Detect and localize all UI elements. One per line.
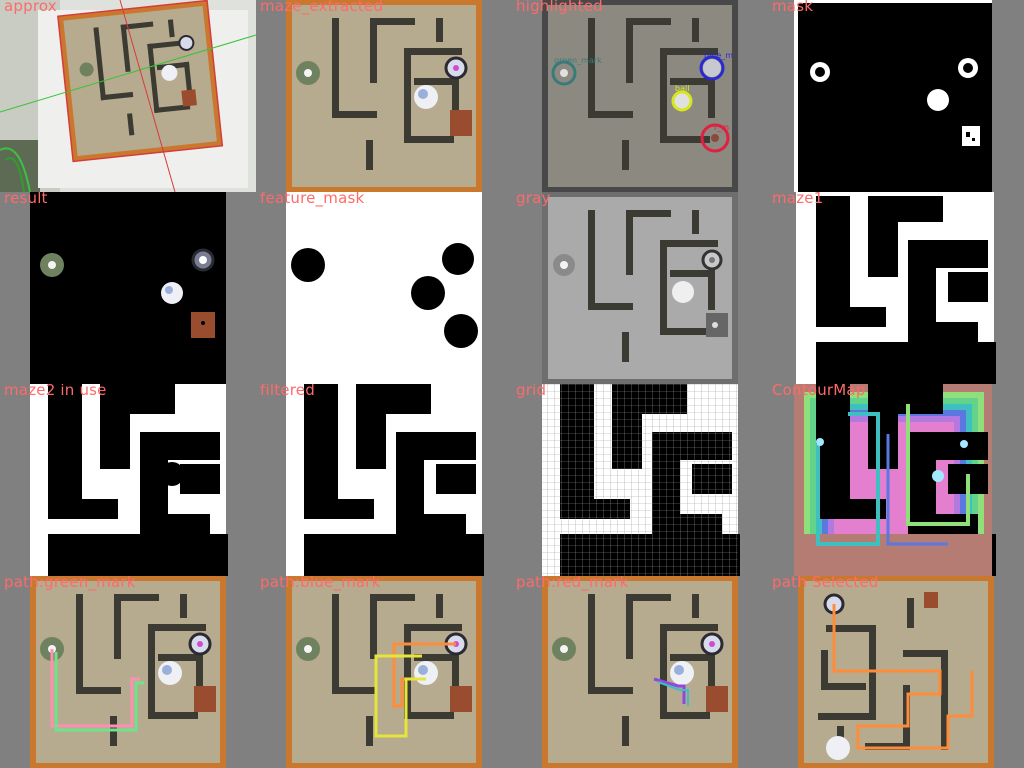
panel-gray: gray bbox=[512, 192, 768, 384]
panel-maze2-in-use: maze2 in use bbox=[0, 384, 256, 576]
red-mark-label: r_m bbox=[714, 123, 729, 132]
highlighted-image: green_mark blue_m ball r_m bbox=[512, 0, 768, 192]
panel-caption: path:green_mark bbox=[4, 576, 136, 591]
panel-mask: mask bbox=[768, 0, 1024, 192]
panel-caption: path Selected bbox=[772, 576, 879, 591]
panel-caption: ContourMap bbox=[772, 384, 866, 399]
path-selected-image bbox=[768, 576, 1024, 768]
grid-image bbox=[512, 384, 768, 576]
path-green-mark-image bbox=[0, 576, 256, 768]
panel-caption: maze_extracted bbox=[260, 0, 384, 15]
ball-label: ball bbox=[675, 84, 689, 93]
contourmap-image bbox=[768, 384, 1024, 576]
panel-maze1: maze1 bbox=[768, 192, 1024, 384]
path-blue-mark-image bbox=[256, 576, 512, 768]
blue-mark-label: blue_m bbox=[704, 51, 733, 60]
panel-caption: gray bbox=[516, 192, 551, 207]
panel-caption: maze1 bbox=[772, 192, 824, 207]
panel-caption: maze2 in use bbox=[4, 384, 107, 399]
panel-caption: feature_mask bbox=[260, 192, 365, 207]
maze-extracted-image bbox=[256, 0, 512, 192]
panel-caption: grid bbox=[516, 384, 547, 399]
panel-maze-extracted: maze_extracted bbox=[256, 0, 512, 192]
panel-path-selected: path Selected bbox=[768, 576, 1024, 768]
result-image bbox=[0, 192, 256, 384]
panel-caption: result bbox=[4, 192, 48, 207]
panel-path-blue-mark: path:blue_mark bbox=[256, 576, 512, 768]
filtered-image bbox=[256, 384, 512, 576]
panel-path-green-mark: path:green_mark bbox=[0, 576, 256, 768]
panel-contourmap: ContourMap bbox=[768, 384, 1024, 576]
panel-approx: approx bbox=[0, 0, 256, 192]
panel-caption: filtered bbox=[260, 384, 315, 399]
approx-image bbox=[0, 0, 256, 192]
panel-filtered: filtered bbox=[256, 384, 512, 576]
panel-caption: approx bbox=[4, 0, 57, 15]
mask-image bbox=[768, 0, 1024, 192]
panel-caption: path:red_mark bbox=[516, 576, 629, 591]
green-mark-label: green_mark bbox=[554, 56, 602, 65]
gray-image bbox=[512, 192, 768, 384]
path-red-mark-image bbox=[512, 576, 768, 768]
panel-caption: path:blue_mark bbox=[260, 576, 381, 591]
panel-highlighted: green_mark blue_m ball r_m highlighted bbox=[512, 0, 768, 192]
feature-mask-image bbox=[256, 192, 512, 384]
panel-caption: highlighted bbox=[516, 0, 603, 15]
panel-caption: mask bbox=[772, 0, 814, 15]
panel-feature-mask: feature_mask bbox=[256, 192, 512, 384]
panel-grid: grid bbox=[512, 384, 768, 576]
panel-path-red-mark: path:red_mark bbox=[512, 576, 768, 768]
maze2-image bbox=[0, 384, 256, 576]
panel-result: result bbox=[0, 192, 256, 384]
maze1-image bbox=[768, 192, 1024, 384]
